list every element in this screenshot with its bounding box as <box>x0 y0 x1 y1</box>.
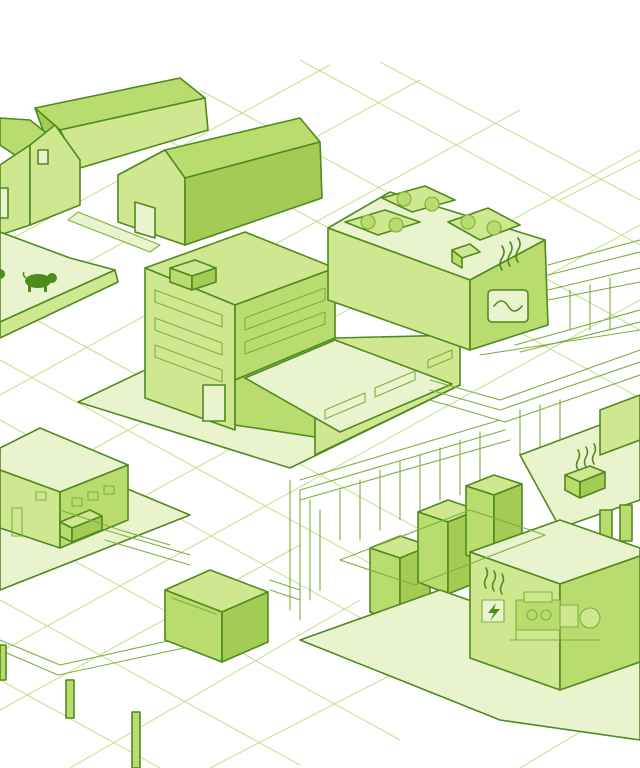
heat-waves-icon <box>499 237 521 271</box>
cooling-fan-icon <box>344 209 421 236</box>
cooling-plant-building <box>327 185 549 351</box>
bollards <box>0 644 141 768</box>
barn-front-left <box>0 117 81 236</box>
junction-box <box>164 569 269 663</box>
pig-icon <box>22 271 57 292</box>
lightning-bolt-icon <box>481 599 505 623</box>
barn-middle <box>117 117 323 246</box>
heat-recovery-unit <box>519 394 640 542</box>
process-pipes <box>289 239 640 621</box>
distribution-lines <box>0 509 301 676</box>
heat-exchanger-icon <box>487 289 529 323</box>
cooling-fan-icon <box>447 207 521 241</box>
heat-waves-icon <box>575 443 597 471</box>
main-processing-building <box>77 231 461 469</box>
pig-icon <box>0 269 5 279</box>
cooling-fan-icon <box>381 185 456 213</box>
livestock-pen <box>0 231 119 339</box>
heat-waves-icon <box>483 567 505 595</box>
gas-engine-icon <box>509 591 601 641</box>
generator-building <box>299 519 640 741</box>
small-building-left <box>0 427 191 591</box>
